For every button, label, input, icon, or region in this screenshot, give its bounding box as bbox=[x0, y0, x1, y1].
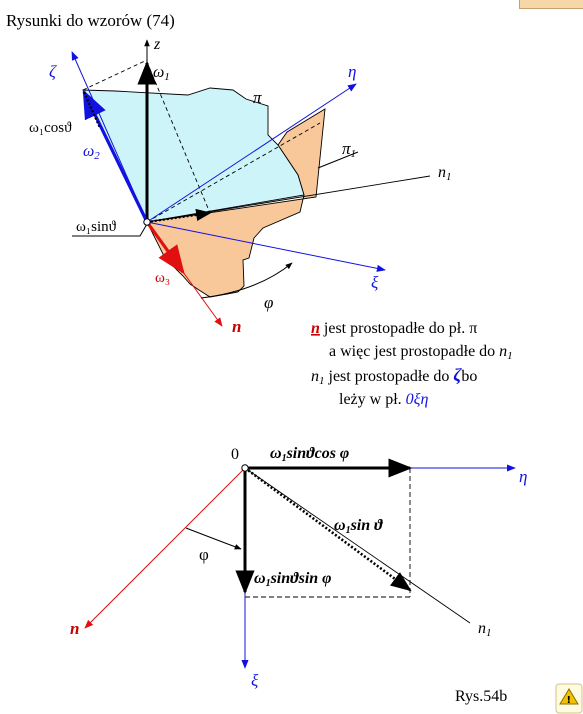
axis-xi-line bbox=[146, 221, 386, 272]
omega1-sin-label: ω₁sinϑ bbox=[76, 219, 117, 235]
angle-phi-arc-bottom bbox=[185, 527, 242, 550]
axis-z-label: z bbox=[153, 36, 161, 53]
axis-eta-line bbox=[146, 83, 357, 223]
axis-xi-label: ξ bbox=[371, 273, 379, 292]
corner-badge bbox=[519, 0, 583, 9]
omega2-label: ω2 bbox=[83, 143, 100, 162]
component-cos-label: ω1sinϑcos φ bbox=[270, 445, 349, 464]
omega1-cos-label: ω₁cosϑ bbox=[29, 120, 72, 136]
angle-phi-arc-top bbox=[200, 262, 293, 299]
angle-phi-label-bottom: φ bbox=[199, 545, 209, 564]
omega1-label: ω1 bbox=[153, 64, 170, 83]
note-line-2: a więc jest prostopadłe do n1 bbox=[329, 343, 513, 362]
axis-xi-label-bottom: ξ bbox=[251, 671, 259, 690]
line-n1-bottom bbox=[244, 467, 471, 624]
omega3-label: ω₃ bbox=[155, 270, 170, 286]
axis-n-label: n bbox=[232, 317, 241, 336]
axis-zeta-label: ζ bbox=[49, 62, 57, 81]
omega3-vector bbox=[145, 221, 185, 275]
note-line-1: n jest prostopadłe do pł. π bbox=[311, 320, 477, 337]
origin-label: 0 bbox=[231, 446, 239, 463]
omega1-sin-leader bbox=[72, 223, 148, 237]
angle-phi-label-top: φ bbox=[264, 293, 273, 312]
plane-pi1-label: π1 bbox=[342, 139, 356, 160]
origin-point-bottom bbox=[241, 464, 249, 472]
axis-n-line-bottom bbox=[84, 467, 246, 629]
plane-pi-label: π bbox=[253, 88, 262, 107]
axis-eta-label-bottom: η bbox=[519, 467, 527, 486]
page-title: Rysunki do wzorów (74) bbox=[6, 11, 175, 30]
omega1-cos-vector bbox=[82, 91, 102, 129]
line-n1-top bbox=[146, 175, 431, 223]
component-sin-label: ω1sin ϑ bbox=[334, 517, 384, 536]
origin-point-top bbox=[143, 218, 151, 226]
note-line-3: n1 jest prostopadłe do ζbo bbox=[311, 365, 477, 388]
note-line-4: leży w pł. 0ξη bbox=[339, 391, 429, 408]
line-n1-label-top: n1 bbox=[438, 164, 452, 183]
figure-label: Rys.54b bbox=[455, 688, 507, 705]
svg-text:!: ! bbox=[567, 695, 572, 706]
warning-icon[interactable]: ! bbox=[555, 683, 583, 714]
line-n1-label-bottom: n1 bbox=[478, 620, 492, 639]
plane-pi bbox=[82, 87, 305, 223]
axis-eta-label: η bbox=[348, 62, 356, 81]
omega1-sin-vector bbox=[146, 208, 212, 224]
pi1-leader bbox=[317, 151, 359, 169]
axis-n-label-bottom: n bbox=[70, 619, 79, 638]
component-sinsin-label: ω1sinϑsin φ bbox=[254, 570, 332, 589]
